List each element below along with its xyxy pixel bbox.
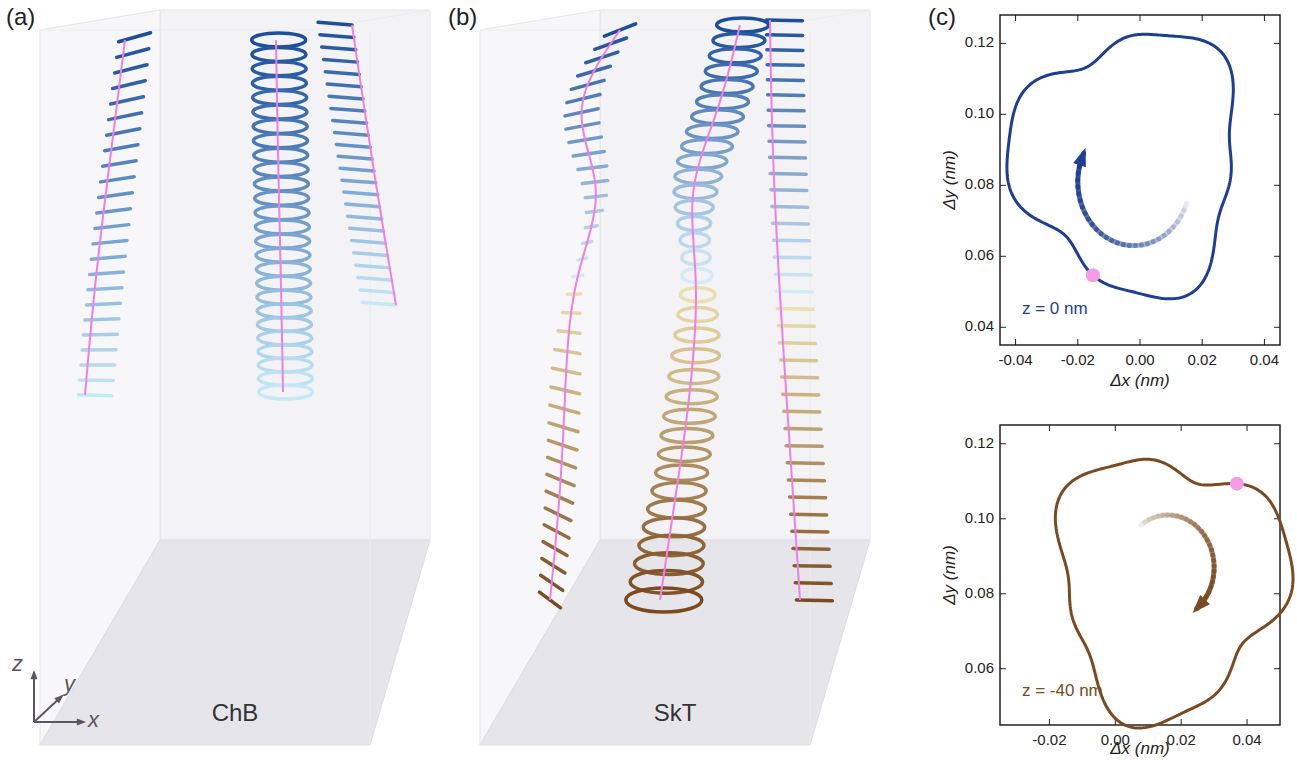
- tick-label: -0.02: [1061, 352, 1095, 369]
- tick-label: -0.02: [1032, 732, 1066, 749]
- axis-title: Δy (nm): [941, 150, 960, 210]
- tick-label: 0.08: [965, 176, 994, 193]
- skyrmion-tube-rods: [766, 20, 832, 601]
- tick-label: 0.10: [965, 510, 994, 527]
- tick-label: 0.06: [965, 247, 994, 264]
- axes-glyph: [31, 670, 86, 725]
- sim-box: [480, 10, 870, 745]
- axis-letter: y: [64, 672, 75, 696]
- axis-letter: x: [88, 708, 99, 732]
- tick-label: 0.02: [1167, 732, 1196, 749]
- axis-title: Δx (nm): [1110, 740, 1170, 759]
- tick-label: 0.02: [1188, 352, 1217, 369]
- orbit-plot: [1000, 15, 1280, 345]
- skyrmion-tube-rods: [539, 24, 635, 608]
- tick-label: 0.04: [965, 318, 994, 335]
- axis-title: Δx (nm): [1110, 372, 1170, 391]
- tick-label: 0.04: [1232, 732, 1261, 749]
- tick-label: -0.04: [998, 352, 1032, 369]
- plot-annotation: z = -40 nm: [1022, 682, 1103, 701]
- tick-label: 0.06: [965, 660, 994, 677]
- structure-label: ChB: [212, 700, 259, 726]
- tick-label: 0.04: [1250, 352, 1279, 369]
- panel-label: (a): [6, 4, 35, 30]
- panel-label: (b): [448, 4, 477, 30]
- chiral-bobber-rings: [252, 33, 313, 399]
- structure-label: SkT: [654, 700, 697, 726]
- axis-letter: z: [12, 652, 23, 676]
- tick-label: 0.08: [965, 585, 994, 602]
- panel-label: (c): [928, 4, 956, 30]
- tick-label: 0.12: [965, 34, 994, 51]
- tick-label: 0.10: [965, 105, 994, 122]
- tick-label: 0.12: [965, 435, 994, 452]
- chiral-bobber-rods: [318, 22, 396, 305]
- chiral-bobber-rods: [78, 33, 150, 396]
- plot-annotation: z = 0 nm: [1022, 300, 1088, 319]
- tick-label: 0.00: [1125, 352, 1154, 369]
- skyrmion-tube-rings: [626, 18, 769, 612]
- orbit-plot: [1000, 425, 1293, 728]
- sim-box: [40, 10, 430, 745]
- axis-title: Δy (nm): [941, 545, 960, 605]
